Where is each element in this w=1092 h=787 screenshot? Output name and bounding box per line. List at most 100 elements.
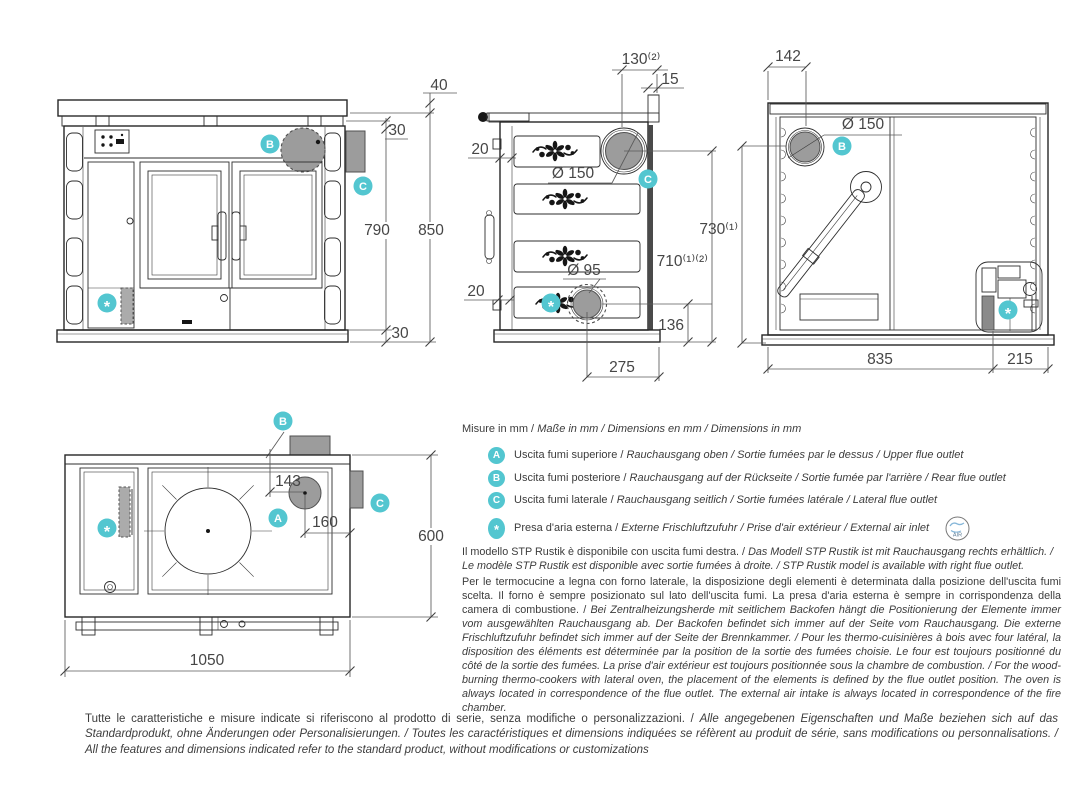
badge-b-front: B [260,134,280,154]
side-dimensions: 130⁽²⁾ 15 20 20 Ø 150 Ø 95 710⁽¹⁾⁽²⁾ 136 [464,51,718,383]
badge-a-legend: A [488,447,505,464]
svg-text:B: B [279,416,287,428]
top-dimensions: 143 160 600 1050 [59,449,450,677]
lateral-flue-top [349,470,364,509]
fire-door [139,161,230,289]
badge-star-side: * [541,293,561,316]
note-flue-right: Il modello STP Rustik è disponibile con … [462,546,1054,572]
rear-dimensions: 142 Ø 150 730⁽¹⁾ 835 215 [699,48,1054,375]
svg-text:C: C [359,181,367,193]
legend-item-upper-flue: A Uscita fumi superiore / Rauchausgang o… [462,447,1062,464]
oven-top [79,467,139,595]
svg-text:C: C [376,498,384,510]
dim-40: 40 [430,77,448,94]
left-panel [87,161,135,329]
dim-30-top: 30 [388,122,406,139]
dim-15: 15 [661,71,678,88]
svg-text:B: B [266,139,274,151]
dim-275: 275 [609,359,635,376]
legend-text-b: Uscita fumi posteriore / Rauchausgang au… [514,471,1006,484]
badge-b-legend: B [488,469,505,487]
dim-710: 710⁽¹⁾⁽²⁾ [657,253,708,270]
oven-door [231,161,323,289]
dim-20-top: 20 [471,141,489,158]
legend-text-a: Uscita fumi superiore / Rauchausgang obe… [514,449,964,461]
svg-text:*: * [1005,306,1012,323]
dim-diam150-rear: Ø 150 [842,116,885,133]
svg-text:*: * [104,524,111,541]
dim-130: 130⁽²⁾ [622,51,661,68]
units-italic: Maße in mm / Dimensions en mm / Dimensio… [537,423,802,435]
door-handles [211,211,247,261]
svg-text:*: * [548,299,555,316]
dim-215: 215 [1007,351,1033,368]
badge-c-top: C [370,493,390,513]
oven-handle [486,112,530,122]
badge-b-top: B [273,411,293,431]
air-inlet-grate [120,287,134,325]
units-note: Misure in mm / Maße in mm / Dimensions e… [462,423,1062,436]
svg-text:*: * [104,299,111,316]
badge-b-rear: B [832,136,852,156]
legend: Misure in mm / Maße in mm / Dimensions e… [462,423,1062,547]
rear-flue-outlet [280,127,326,173]
dim-diam150-side: Ø 150 [552,165,595,182]
legend-text-c: Uscita fumi laterale / Rauchausgang seit… [514,494,938,506]
dim-850: 850 [418,222,444,239]
svg-text:C: C [644,174,652,186]
dim-730: 730⁽¹⁾ [699,221,738,238]
damper-pulley [850,171,882,203]
dim-diam95: Ø 95 [567,262,601,279]
svg-text:AIR: AIR [953,532,962,538]
side-handle [484,214,495,260]
top-grill [57,99,348,117]
badge-star-top: * [97,518,117,541]
badge-star-front: * [97,293,117,316]
hotplate-marks [144,467,272,595]
side-bumpers [66,132,341,325]
back-edge [648,125,653,330]
dim-1050: 1050 [190,652,225,669]
units-normal: Misure in mm / [462,423,538,435]
badge-star-legend: * [488,517,505,539]
front-dimensions: 40 30 790 850 30 [346,77,457,348]
legend-item-rear-flue: B Uscita fumi posteriore / Rauchausgang … [462,469,1062,487]
dim-20-bottom: 20 [467,283,485,300]
svg-text:B: B [838,141,846,153]
badge-c-side: C [638,169,658,189]
footer-disclaimer: Tutte le caratteristiche e misure indica… [85,713,1058,756]
svg-text:A: A [274,513,282,525]
air-inlet-top [118,486,131,538]
top-view: B [59,411,450,677]
dim-143: 143 [275,473,301,490]
control-panel [94,129,130,154]
hydraulic-unit [975,261,1043,333]
badge-star-rear: * [998,300,1018,323]
stove-technical-drawing: B C * 40 30 790 850 [56,48,1055,677]
lateral-flue-box [345,130,366,173]
rear-flue-top [289,435,331,456]
rear-flue-circle [785,127,825,167]
dim-835: 835 [867,351,893,368]
front-view: B C * 40 30 790 850 [56,77,457,348]
ash-drawer [799,293,879,321]
legend-item-lateral-flue: C Uscita fumi laterale / Rauchausgang se… [462,492,1062,509]
badge-c-legend: C [488,492,505,509]
rear-view: B * 142 Ø 150 730⁽¹⁾ 835 215 [699,48,1055,375]
badge-a-top: A [268,508,288,528]
legend-item-air-inlet: * Presa d'aria esterna / Externe Frischl… [462,515,1062,542]
dim-600: 600 [418,528,444,545]
dim-160: 160 [312,514,338,531]
legs [75,616,339,636]
badge-c-front: C [353,176,373,196]
dim-136: 136 [658,317,684,334]
legend-text-star: Presa d'aria esterna / Externe Frischluf… [514,521,930,534]
dim-142: 142 [775,48,801,65]
cleaning-rod [777,189,865,298]
dim-30-bottom: 30 [391,325,409,342]
note-layout: Per le termocucine a legna con forno lat… [462,576,1061,714]
side-view: C * 130⁽²⁾ 15 20 20 Ø 150 Ø [464,51,718,383]
hotplate [164,487,252,575]
dim-790: 790 [364,222,390,239]
